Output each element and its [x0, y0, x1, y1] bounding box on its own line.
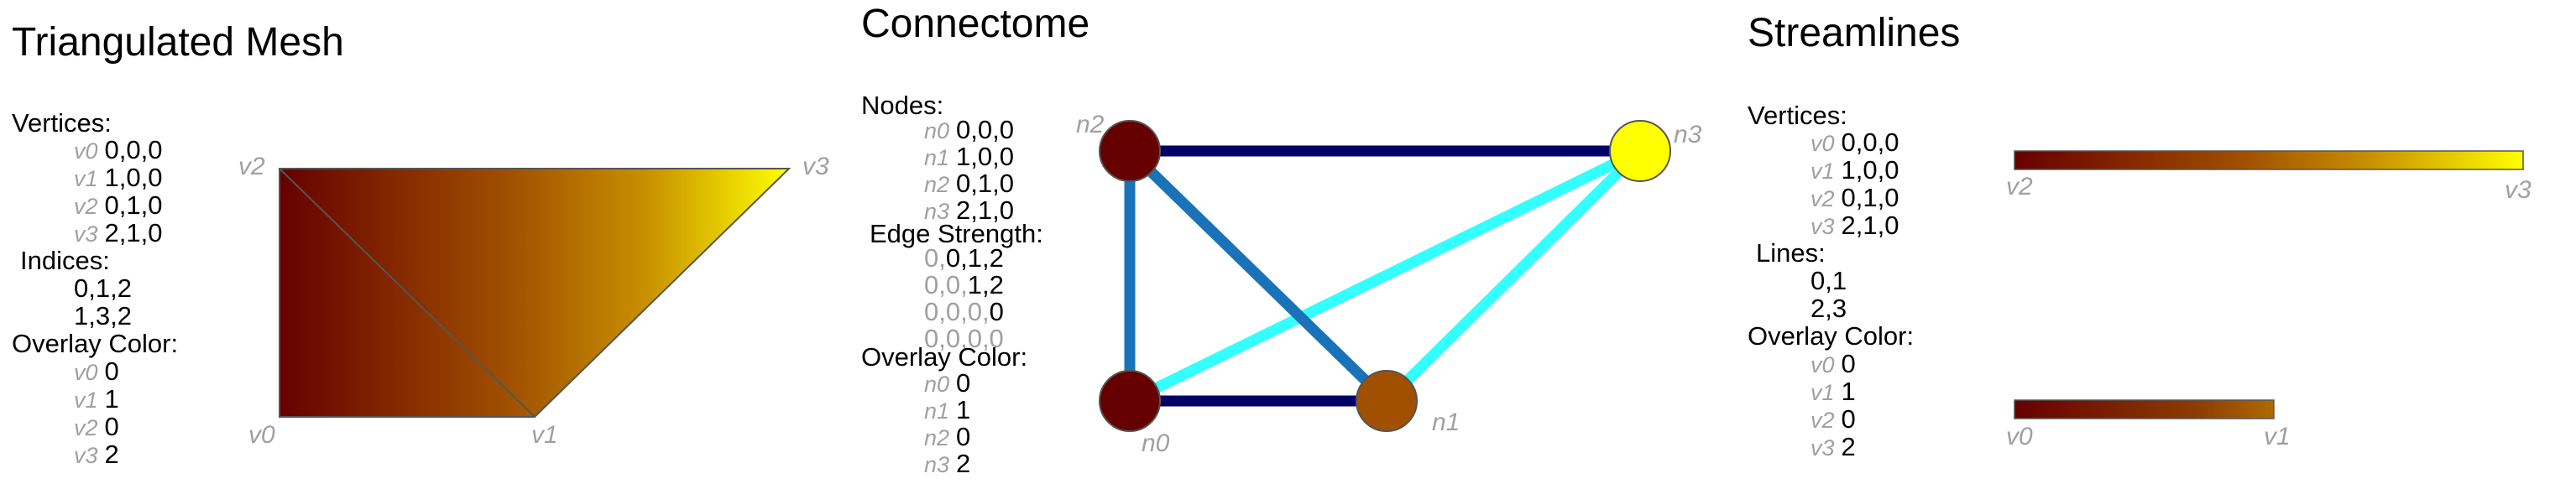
- mesh-indices-label: Indices:: [20, 246, 110, 275]
- mesh-vertex-label-v3: v3: [802, 153, 829, 180]
- edge-n1-n3: [1382, 147, 1644, 405]
- node-label-n3: n3: [1674, 121, 1702, 148]
- mesh-vertex-label-v0: v0: [248, 421, 275, 449]
- table-row: 0,0,0,0: [924, 324, 1004, 353]
- mesh-vertices-label: Vertices:: [12, 108, 112, 138]
- mesh-vertex-label-v1: v1: [531, 421, 558, 449]
- mesh-vertex-label-v2: v2: [238, 153, 265, 180]
- streamline-bar-0-1: [2014, 399, 2275, 419]
- list-item: 0,1,2: [74, 273, 132, 303]
- node-n1: [1356, 370, 1418, 432]
- node-label-n1: n1: [1432, 409, 1460, 436]
- mesh-overlay-label: Overlay Color:: [12, 329, 178, 358]
- connectome-nodes-label: Nodes:: [861, 91, 943, 120]
- connectome-overlay-label: Overlay Color:: [861, 342, 1027, 372]
- table-row: 0,0,1,2: [924, 270, 1004, 299]
- connectome-edge-matrix: 0,0,1,2 0,0,1,2 0,0,0,0 0,0,0,0: [924, 243, 1004, 353]
- connectome-nodes: [1099, 120, 1671, 432]
- streamlines-title: Streamlines: [1748, 11, 1960, 55]
- mesh-diagonal: [279, 168, 536, 418]
- node-n2: [1099, 120, 1161, 182]
- table-row: 0,0,1,2: [924, 243, 1004, 273]
- streamline-label-v3: v3: [2505, 176, 2532, 204]
- connectome-edge-label: Edge Strength:: [870, 219, 1043, 248]
- edge-n0-n3: [1127, 146, 1643, 406]
- streamline-label-v2: v2: [2006, 173, 2033, 200]
- list-item: 2,3: [1811, 294, 1847, 323]
- streamline-bar-2-3: [2014, 150, 2524, 170]
- streamline-label-v1: v1: [2264, 423, 2291, 450]
- streamlines-vertices-label: Vertices:: [1748, 101, 1847, 130]
- table-row: 0,0,0,0: [924, 297, 1004, 326]
- node-label-n2: n2: [1076, 111, 1105, 138]
- mesh-outline: [279, 168, 792, 418]
- streamline-label-v0: v0: [2006, 423, 2033, 450]
- streamlines-lines-label: Lines:: [1756, 238, 1826, 268]
- mesh-triangle-1: [280, 169, 789, 417]
- node-n3: [1609, 120, 1671, 182]
- mesh-title: Triangulated Mesh: [12, 20, 344, 65]
- node-label-n0: n0: [1142, 429, 1170, 457]
- list-item: 1,3,2: [74, 301, 132, 330]
- streamlines-overlay-label: Overlay Color:: [1748, 321, 1914, 351]
- edge-n1-n2: [1126, 147, 1391, 405]
- connectome-edges: [1124, 145, 1644, 407]
- node-n0: [1099, 370, 1161, 432]
- connectome-title: Connectome: [861, 2, 1089, 46]
- connectome-node-labels: n0 n1 n2 n3: [1076, 111, 1702, 457]
- list-item: 0,1: [1811, 266, 1847, 295]
